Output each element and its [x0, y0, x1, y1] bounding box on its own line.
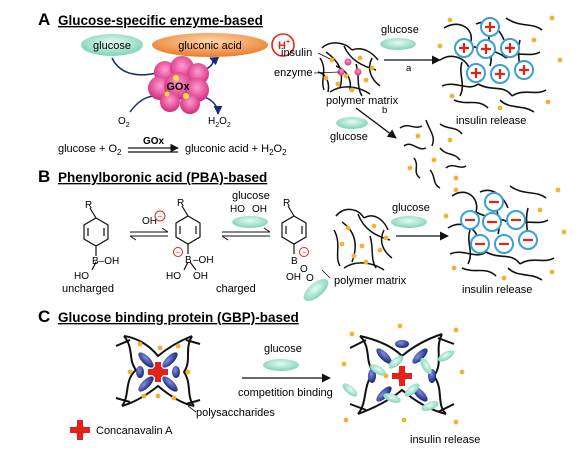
arrow-a-glucose: glucose: [381, 24, 419, 36]
h2o2-label: H2O2: [208, 116, 231, 129]
lectin-arms-left: [136, 352, 180, 392]
glucose-pill: [81, 34, 143, 56]
released-insulin-b: [443, 187, 567, 281]
arrow-b-glucose-icon: [391, 216, 427, 228]
pba1-ho: HO: [74, 271, 89, 282]
glucose-pill-label: glucose: [93, 40, 131, 52]
equation-gox: GOx: [143, 136, 165, 147]
uncharged-label: uncharged: [62, 283, 114, 295]
degraded-fragments: [399, 119, 467, 189]
equation-left: glucose + O2: [58, 143, 122, 157]
polymer-matrix-b: [333, 208, 393, 271]
pba3-r: R: [283, 198, 290, 209]
gluconic-acid-label: gluconic acid: [178, 40, 242, 52]
pba3-charge: [299, 247, 309, 257]
section-c-title: Glucose binding protein (GBP)-based: [58, 310, 299, 325]
path-a-label: a: [406, 63, 412, 74]
pba-anion-ring: [175, 205, 201, 271]
o2-label: O2: [118, 116, 130, 129]
lectin-arms-right: [368, 340, 436, 402]
concanavalin-a-legend-icon: [70, 420, 90, 440]
polysaccharides-pointer: [187, 405, 197, 413]
enzyme-dots-a: [337, 58, 362, 76]
polymer-matrix-a-label: polymer matrix: [326, 95, 399, 107]
arrow-b-glucose: glucose: [392, 202, 430, 214]
released-insulin-a: [437, 15, 563, 111]
released-insulin-c: [341, 323, 465, 425]
concanavalin-a-center: [148, 362, 168, 382]
glucose-top-label: glucose: [232, 190, 270, 202]
pba2-ho: HO: [166, 271, 181, 282]
pba2-oh-a: –OH: [193, 255, 214, 266]
gox-enzyme: [148, 56, 209, 114]
cation-charges-a: [454, 17, 534, 84]
pba1-boh: B–OH: [92, 256, 119, 267]
concanavalin-a-label: Concanavalin A: [96, 425, 173, 437]
charged-label: charged: [216, 283, 256, 295]
pba-uncharged-ring: [83, 207, 109, 271]
section-c: C Glucose binding protein (GBP)-based: [38, 307, 480, 446]
insulin-release-c: insulin release: [410, 434, 480, 446]
insulin-release-b: insulin release: [462, 284, 532, 296]
pba3-b: B: [291, 256, 298, 267]
svg-text:−: −: [302, 250, 306, 257]
pba2-charge: [173, 247, 183, 257]
section-a-title: Glucose-specific enzyme-based: [58, 13, 263, 28]
glucose-curve-arrow: [111, 57, 161, 76]
path-b-glucose: glucose: [330, 131, 368, 143]
insulin-dots-b: [339, 223, 389, 265]
pba-charged-ring: [281, 205, 307, 254]
path-b-label: b: [382, 105, 387, 116]
gluconic-acid-pill: [152, 33, 268, 57]
insulin-release-a: insulin release: [456, 115, 526, 127]
pba2-r: R: [177, 198, 184, 209]
competition-binding-label: competition binding: [238, 387, 333, 399]
svg-text:−: −: [176, 250, 180, 257]
oh-minus-badge: [154, 210, 166, 222]
glucose-top-ho: HO: [230, 204, 245, 215]
section-b: B Phenylboronic acid (PBA)-based R B–OH …: [38, 167, 567, 302]
section-b-title: Phenylboronic acid (PBA)-based: [58, 170, 267, 185]
section-a: A Glucose-specific enzyme-based glucose …: [38, 10, 563, 189]
arrow-a-glucose-icon: [380, 38, 416, 50]
pba1-r: R: [85, 200, 92, 211]
oh-minus-label: OH: [142, 216, 157, 227]
pba3-o2: O: [306, 273, 314, 284]
section-a-letter: A: [38, 10, 50, 29]
pba2-oh-b: OH: [193, 271, 208, 282]
section-c-letter: C: [38, 307, 50, 326]
hplus-badge: [271, 33, 295, 57]
polymer-b-pointer: [321, 269, 331, 279]
enzyme-pointer: [313, 71, 341, 74]
degraded-insulin-dots: [407, 133, 459, 181]
hplus-label: H+: [278, 39, 290, 52]
polysaccharide-network: [115, 335, 201, 407]
insulin-pointer: [317, 52, 331, 60]
polymer-matrix-b-label: polymer matrix: [334, 275, 407, 287]
insulin-dots-c: [127, 341, 191, 401]
oh-minus-sign: −: [158, 212, 163, 221]
section-b-letter: B: [38, 167, 50, 186]
bound-glucose-right: [342, 350, 455, 411]
pba2-b: B: [185, 255, 192, 266]
path-b-glucose-icon: [336, 117, 368, 129]
arrow-c-glucose-icon: [263, 359, 299, 371]
glucose-top-icon: [232, 216, 268, 228]
arrow-c-glucose: glucose: [264, 343, 302, 355]
enzyme-label: enzyme: [274, 67, 313, 79]
polysaccharides-label: polysaccharides: [196, 407, 275, 419]
equation-right: gluconic acid + H2O2: [185, 143, 287, 157]
insulin-label: insulin: [281, 47, 312, 59]
pba3-o1: O: [300, 264, 308, 275]
pba3-oh: OH: [286, 272, 301, 283]
anion-charges-b: [460, 192, 538, 254]
glucose-top-oh: OH: [252, 204, 267, 215]
concanavalin-a-right: [392, 366, 412, 386]
path-b-arrow: [355, 107, 397, 139]
gox-label: GOx: [166, 81, 190, 93]
bound-glucose-icon: [303, 278, 329, 302]
insulin-dots-a: [323, 55, 375, 93]
